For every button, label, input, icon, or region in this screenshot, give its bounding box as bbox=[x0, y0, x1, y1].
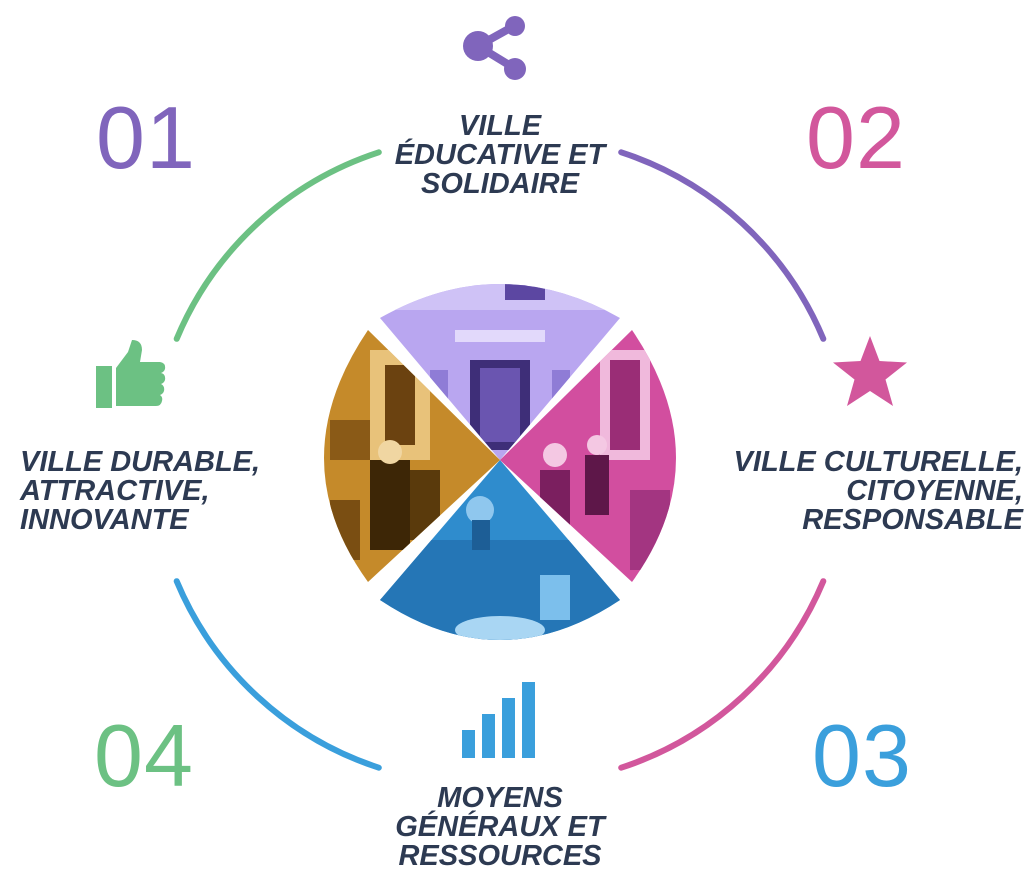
step-label-line: VILLE DURABLE, bbox=[20, 446, 261, 478]
share-icon bbox=[463, 16, 526, 80]
step-label-03: MOYENS GÉNÉRAUX ET RESSOURCES bbox=[385, 784, 615, 871]
step-label-line: SOLIDAIRE bbox=[421, 168, 579, 200]
step-label-line: INNOVANTE bbox=[20, 504, 189, 536]
star-icon bbox=[833, 336, 907, 406]
ring-arc-pink bbox=[618, 578, 827, 771]
step-label-04: VILLE DURABLE, ATTRACTIVE, INNOVANTE bbox=[20, 448, 310, 535]
step-label-line: RESSOURCES bbox=[398, 840, 602, 872]
step-number-01: 01 bbox=[96, 88, 196, 187]
step-number-04: 04 bbox=[94, 706, 194, 805]
step-label-line: CITOYENNE, bbox=[846, 475, 1023, 507]
step-label-line: ÉDUCATIVE ET bbox=[394, 139, 606, 171]
step-label-02: VILLE CULTURELLE, CITOYENNE, RESPONSABLE bbox=[720, 448, 1023, 535]
step-label-line: ATTRACTIVE, bbox=[20, 475, 210, 507]
ring-arc-green bbox=[173, 149, 382, 342]
thumbs-up-icon bbox=[96, 340, 166, 408]
step-label-line: VILLE bbox=[458, 110, 542, 142]
step-label-01: VILLE ÉDUCATIVE ET SOLIDAIRE bbox=[385, 112, 615, 199]
step-label-line: MOYENS bbox=[437, 782, 563, 814]
ring-arc-purple bbox=[618, 149, 827, 342]
center-photo bbox=[324, 284, 676, 640]
step-label-line: GÉNÉRAUX ET bbox=[395, 811, 605, 843]
step-label-line: VILLE CULTURELLE, bbox=[733, 446, 1023, 478]
step-number-02: 02 bbox=[806, 88, 906, 187]
bar-chart-icon bbox=[462, 682, 535, 758]
step-number-03: 03 bbox=[812, 706, 912, 805]
ring-arc-blue bbox=[173, 578, 382, 771]
step-label-line: RESPONSABLE bbox=[802, 504, 1023, 536]
